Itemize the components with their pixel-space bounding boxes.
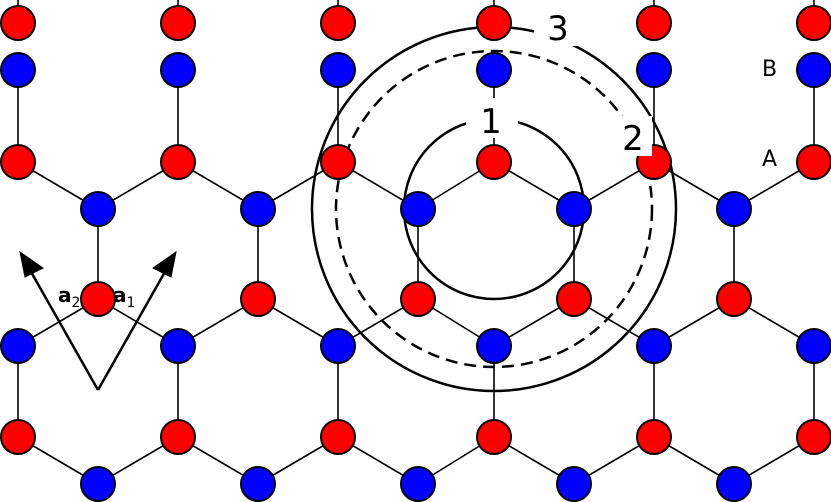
atom-a [556, 281, 592, 317]
atom-b [716, 191, 752, 227]
atom-a [240, 281, 276, 317]
atom-b [160, 328, 196, 364]
atom-b [80, 466, 116, 502]
atom-b [400, 466, 436, 502]
atom-b [320, 328, 356, 364]
atom-a [0, 419, 36, 455]
atom-b [320, 52, 356, 88]
shell-3-label: 3 [547, 9, 569, 49]
atom-b [476, 52, 512, 88]
shell-1-label: 1 [480, 102, 502, 142]
atom-a [160, 5, 196, 41]
atom-b [240, 191, 276, 227]
lattice-bonds [17, 0, 815, 502]
atom-a [476, 5, 512, 41]
lattice-atoms [0, 5, 831, 502]
atom-b [796, 328, 831, 364]
atom-a [716, 281, 752, 317]
vector-a2-arrow [24, 262, 100, 391]
atom-b [636, 328, 672, 364]
vector-a1-subscript: 1 [127, 295, 136, 311]
atom-a [796, 144, 831, 180]
atom-a [160, 144, 196, 180]
atom-b [400, 191, 436, 227]
site-b-label: B [762, 57, 777, 82]
vector-a1-label: a1 [113, 283, 135, 311]
atom-b [556, 466, 592, 502]
atom-b [476, 328, 512, 364]
atom-a [476, 144, 512, 180]
vector-a2-subscript: 2 [72, 295, 81, 311]
vector-a1-arrow [96, 262, 172, 391]
vector-a1-arrowhead [152, 250, 177, 278]
atom-a [320, 419, 356, 455]
atom-a [320, 144, 356, 180]
atom-a [0, 5, 36, 41]
atom-b [636, 52, 672, 88]
atom-a [0, 144, 36, 180]
atom-a [160, 419, 196, 455]
atom-b [0, 52, 36, 88]
vector-a2-arrowhead [19, 250, 44, 278]
atom-a [636, 5, 672, 41]
atom-b [556, 191, 592, 227]
atom-a [636, 419, 672, 455]
primitive-vectors [19, 250, 177, 391]
atom-b [716, 466, 752, 502]
atom-a [476, 419, 512, 455]
atom-b [0, 328, 36, 364]
atom-a [80, 281, 116, 317]
atom-b [240, 466, 276, 502]
shell-2-label: 2 [622, 119, 644, 159]
site-a-label: A [762, 147, 777, 172]
atom-a [796, 419, 831, 455]
atom-a [796, 5, 831, 41]
atom-a [400, 281, 436, 317]
atom-b [80, 191, 116, 227]
atom-b [160, 52, 196, 88]
atom-a [320, 5, 356, 41]
vector-a2-label: a2 [58, 283, 80, 311]
atom-b [796, 52, 831, 88]
shell-2-dashed-circle [334, 49, 654, 369]
